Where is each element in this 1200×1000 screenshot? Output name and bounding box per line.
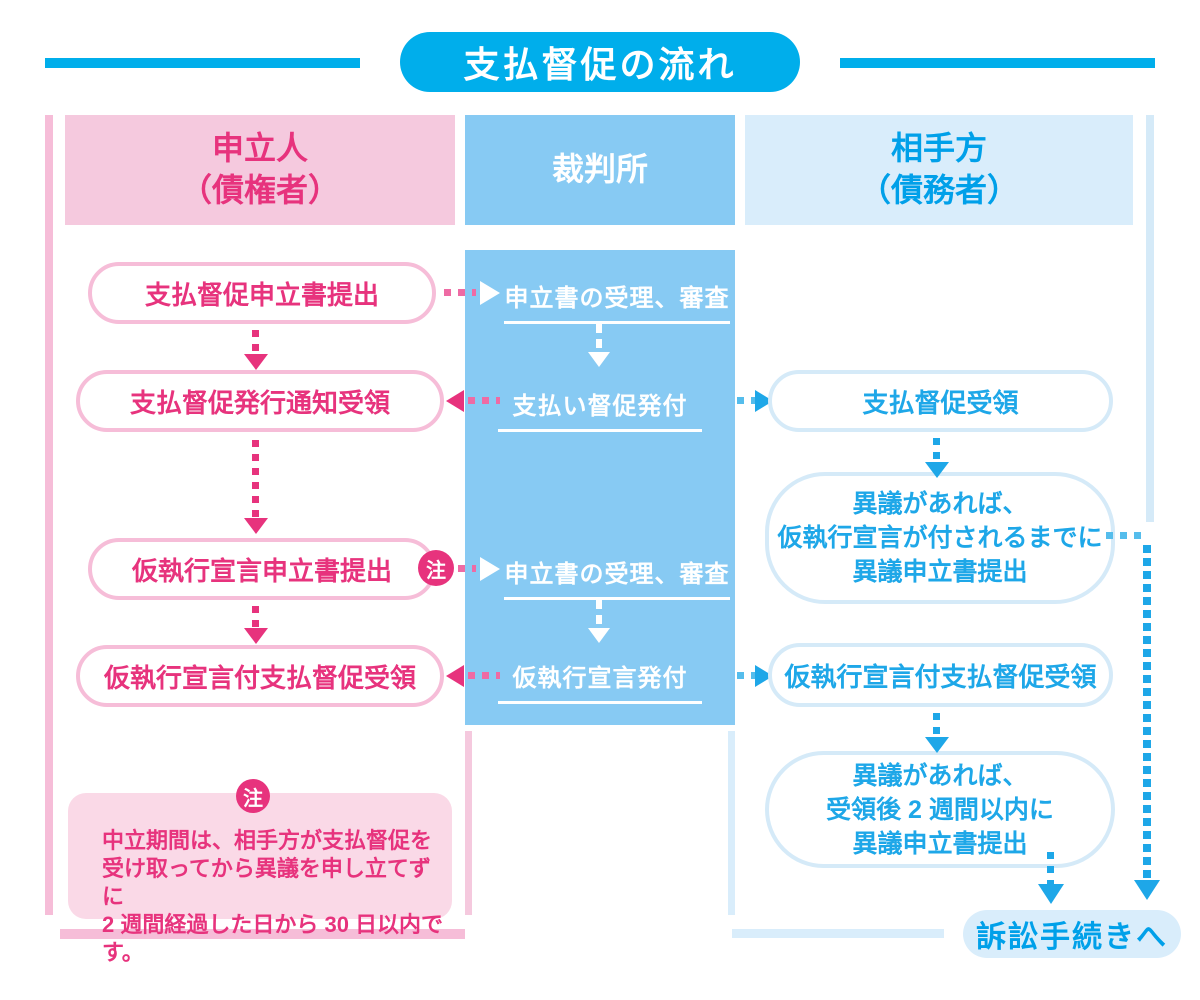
- opponent-header-line1: 相手方: [890, 130, 987, 167]
- left-edge-bar: [45, 115, 53, 915]
- opponent-step2-line2: 仮執行宣言が付されるまでに: [777, 524, 1103, 552]
- applicant-step3-label: 仮執行宣言申立書提出: [131, 555, 392, 586]
- court-step4-text: 仮執行宣言発付: [512, 665, 688, 692]
- applicant-step1-label: 支払督促申立書提出: [144, 279, 379, 310]
- applicant-arrow2-head: [244, 518, 268, 534]
- bypass-arrow-vertical-line: [1143, 545, 1151, 880]
- court-panel-right-line: [728, 731, 735, 915]
- court-arrow1-line: [596, 324, 602, 352]
- opponent-step2-pill: 異議があれば、 仮執行宣言が付されるまでに 異議申立書提出: [765, 472, 1115, 604]
- note-line3: 2 週間経過した日から 30 日以内です。: [102, 912, 444, 965]
- opponent-step4-line2: 受領後 2 週間以内に: [826, 795, 1054, 824]
- opponent-step2-line3: 異議申立書提出: [852, 558, 1028, 586]
- column-header-applicant: 申立人 （債権者）: [65, 115, 455, 225]
- court-to-opponent-arrow1-line: [737, 397, 757, 404]
- court-to-opponent-arrow2-line: [737, 672, 757, 679]
- court-step1-text: 申立書の受理、審査: [504, 285, 730, 312]
- court-arrow1-head: [588, 352, 610, 367]
- note-badge: 注: [236, 779, 270, 813]
- court-header-label: 裁判所: [551, 151, 648, 188]
- opponent-arrow2-line: [933, 713, 940, 737]
- court-to-applicant-arrow2-line: [468, 672, 500, 679]
- court-step3-bullet-icon: [480, 557, 500, 581]
- court-step3-text: 申立書の受理、審査: [504, 561, 730, 588]
- opponent-to-outcome-arrow-head: [1038, 884, 1064, 904]
- applicant-step3-pill: 仮執行宣言申立書提出: [88, 538, 436, 600]
- applicant-header-line1: 申立人: [211, 130, 308, 167]
- applicant-step4-label: 仮執行宣言付支払督促受領: [103, 662, 416, 693]
- bottom-rule-left: [60, 929, 465, 939]
- applicant-arrow2-line: [252, 440, 259, 518]
- court-step3-label: 申立書の受理、審査: [504, 554, 730, 600]
- bottom-rule-right: [732, 929, 944, 938]
- court-to-applicant-arrow2-head: [446, 665, 464, 687]
- opponent-step4-line1: 異議があれば、: [852, 761, 1028, 790]
- page-title-label: 支払督促の流れ: [463, 44, 737, 85]
- note-ref-badge: 注: [418, 550, 454, 586]
- opponent-step3-label: 仮執行宣言付支払督促受領: [784, 661, 1097, 692]
- applicant-step2-label: 支払督促発行通知受領: [129, 387, 390, 418]
- note-line1: 中立期間は、相手方が支払督促を: [102, 828, 433, 853]
- opponent-arrow1-head: [925, 462, 949, 478]
- note-badge-label: 注: [243, 787, 263, 810]
- court-arrow2-head: [588, 628, 610, 643]
- applicant-step2-pill: 支払督促発行通知受領: [76, 370, 444, 432]
- court-step4-label: 仮執行宣言発付: [498, 658, 702, 704]
- court-to-applicant-arrow1-head: [446, 390, 464, 412]
- title-right-rule: [840, 58, 1155, 68]
- note-line2: 受け取ってから異議を申し立てずに: [102, 856, 431, 909]
- page-title: 支払督促の流れ: [400, 32, 800, 92]
- applicant-to-court-arrow1-line: [444, 289, 476, 296]
- applicant-step1-pill: 支払督促申立書提出: [88, 262, 436, 324]
- opponent-arrow1-line: [933, 438, 940, 462]
- bypass-arrow-head: [1134, 880, 1160, 900]
- outcome-pill: 訴訟手続きへ: [963, 910, 1181, 958]
- applicant-to-court-arrow2-line: [458, 565, 476, 572]
- court-to-applicant-arrow1-line: [468, 397, 500, 404]
- court-step1-bullet-icon: [480, 281, 500, 305]
- note-box: 中立期間は、相手方が支払督促を 受け取ってから異議を申し立てずに 2 週間経過し…: [68, 793, 452, 965]
- opponent-step1-label: 支払督促受領: [862, 387, 1019, 418]
- applicant-step4-pill: 仮執行宣言付支払督促受領: [76, 645, 444, 707]
- court-panel-left-line: [465, 731, 472, 915]
- title-left-rule: [45, 58, 360, 68]
- opponent-arrow2-head: [925, 737, 949, 753]
- opponent-step4-line3: 異議申立書提出: [852, 829, 1028, 858]
- note-ref-badge-label: 注: [426, 559, 446, 582]
- applicant-header-line2: （債権者）: [179, 172, 340, 208]
- bypass-arrow-horizontal-line: [1106, 532, 1148, 539]
- column-header-court: 裁判所: [465, 115, 735, 225]
- opponent-step2-line1: 異議があれば、: [852, 490, 1028, 518]
- applicant-arrow1-head: [244, 354, 268, 370]
- court-step2-label: 支払い督促発付: [498, 386, 702, 432]
- outcome-label: 訴訟手続きへ: [976, 921, 1168, 954]
- opponent-step3-pill: 仮執行宣言付支払督促受領: [768, 643, 1113, 707]
- opponent-step4-pill: 異議があれば、 受領後 2 週間以内に 異議申立書提出: [765, 751, 1115, 868]
- applicant-arrow1-line: [252, 330, 259, 356]
- court-arrow2-line: [596, 600, 602, 628]
- opponent-step1-pill: 支払督促受領: [768, 370, 1113, 432]
- court-step1-label: 申立書の受理、審査: [504, 278, 730, 324]
- opponent-to-outcome-arrow-line: [1047, 852, 1054, 884]
- applicant-arrow3-head: [244, 628, 268, 644]
- court-step2-text: 支払い督促発付: [512, 393, 688, 420]
- column-header-opponent: 相手方 （債務者）: [745, 115, 1133, 225]
- applicant-arrow3-line: [252, 606, 259, 628]
- opponent-header-line2: （債務者）: [858, 172, 1019, 208]
- right-edge-bar: [1146, 115, 1154, 522]
